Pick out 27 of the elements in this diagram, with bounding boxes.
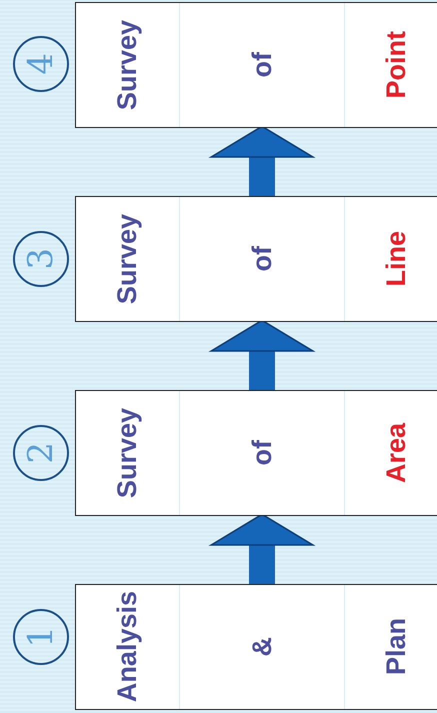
step-circle (13, 36, 69, 92)
stage-text: Area (380, 422, 412, 484)
step-circle (13, 609, 69, 665)
stage-text: of (247, 440, 278, 466)
stage-box (75, 2, 437, 128)
step-circle (13, 425, 69, 481)
block-arrow (210, 514, 314, 584)
stage-box (75, 196, 437, 322)
stage-text: Survey (112, 20, 143, 110)
stage-text: Plan (380, 618, 412, 676)
stage-text: of (247, 246, 278, 272)
step-circle (13, 231, 69, 287)
stage-text: Analysis (112, 591, 143, 703)
stage-text: & (247, 637, 278, 657)
stage-text: Survey (112, 408, 143, 498)
step-number: 3 (24, 248, 58, 270)
block-arrow (210, 126, 314, 196)
block-arrow (210, 320, 314, 390)
step-number: 2 (24, 442, 58, 464)
step-number: 1 (24, 626, 58, 648)
stage-box (75, 390, 437, 516)
stage-box (75, 584, 437, 710)
stage-text: Point (380, 31, 412, 99)
stage-text: Line (380, 231, 412, 287)
stage-text: Survey (112, 214, 143, 304)
stage-text: of (247, 52, 278, 78)
step-number: 4 (24, 53, 58, 75)
